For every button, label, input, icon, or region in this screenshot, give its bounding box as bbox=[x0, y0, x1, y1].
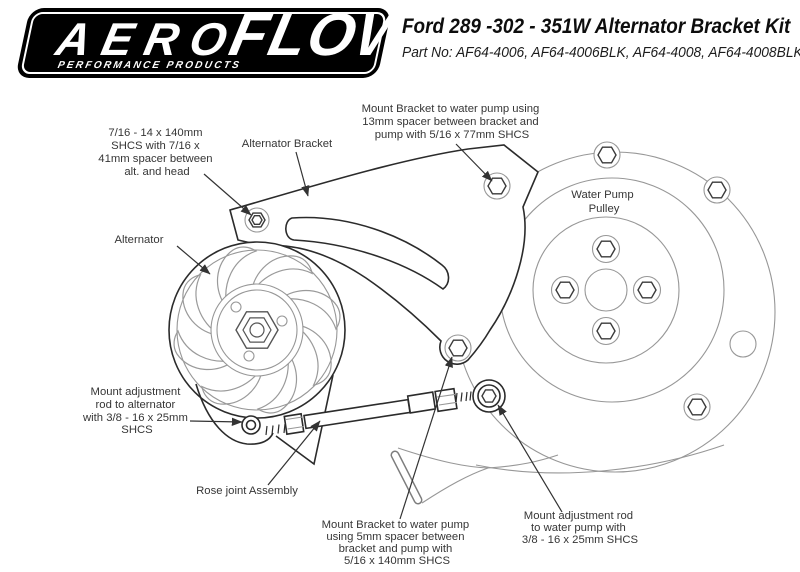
label-rose-joint: Rose joint Assembly bbox=[196, 485, 298, 497]
pulley-hub-bolt bbox=[591, 234, 621, 264]
shaft-nut bbox=[235, 311, 279, 349]
hub-hole bbox=[230, 301, 242, 313]
rod-thread bbox=[265, 423, 286, 436]
label-alternator: Alternator bbox=[115, 234, 164, 246]
alternator-ear-bolt bbox=[241, 415, 261, 435]
leader-bracket-top-bolt bbox=[455, 143, 493, 182]
alternator-drawing bbox=[168, 241, 346, 466]
pump-flange-hole bbox=[729, 330, 757, 358]
rose-joint-drawing bbox=[472, 379, 506, 413]
leader-alt-head-bolt bbox=[203, 173, 252, 216]
label-adjust-rod-pump: Mount adjustment rod to water pump with … bbox=[522, 510, 639, 546]
leader-rose-joint bbox=[267, 420, 321, 486]
label-water-pump-pulley: Water Pump Pulley bbox=[571, 189, 637, 215]
annotations: 7/16 - 14 x 140mm SHCS with 7/16 x 41mm … bbox=[82, 103, 639, 567]
adjustment-rod-drawing bbox=[265, 379, 506, 436]
leader-bracket-bottom-bolt bbox=[399, 356, 453, 520]
page-title: Ford 289 -302 - 351W Alternator Bracket … bbox=[402, 14, 791, 38]
bracket-bottom-bolt bbox=[444, 334, 472, 362]
alternator-bracket-drawing bbox=[229, 144, 539, 365]
label-alt-head-bolt: 7/16 - 14 x 140mm SHCS with 7/16 x 41mm … bbox=[98, 127, 215, 178]
leader-alternator bbox=[176, 245, 211, 275]
pulley-hub-bolt bbox=[591, 316, 621, 346]
label-bracket-top-bolt: Mount Bracket to water pump using 13mm s… bbox=[362, 103, 543, 141]
bracket-pivot-bolt bbox=[244, 207, 270, 233]
label-alternator-bracket: Alternator Bracket bbox=[242, 138, 333, 150]
pump-flange-bolt bbox=[703, 176, 731, 204]
rod-sleeve bbox=[406, 391, 437, 414]
label-adjust-rod-alt: Mount adjustment rod to alternator with … bbox=[82, 386, 191, 436]
pump-flange-bolt bbox=[593, 141, 621, 169]
rod-thread bbox=[455, 391, 472, 403]
label-bracket-bottom-bolt: Mount Bracket to water pump using 5mm sp… bbox=[322, 519, 473, 567]
water-pump-pulley-drawing bbox=[390, 141, 776, 505]
pulley-hub-bolt bbox=[550, 275, 580, 305]
leader-adjust-rod-alt bbox=[189, 417, 243, 427]
part-numbers: Part No: AF64-4006, AF64-4006BLK, AF64-4… bbox=[402, 44, 800, 61]
hub-hole bbox=[243, 350, 255, 362]
hub-hole bbox=[276, 315, 288, 327]
rod-body bbox=[303, 398, 411, 430]
pump-mounting-bar bbox=[390, 450, 423, 505]
pump-flange-bolt bbox=[683, 393, 711, 421]
leader-adjust-rod-pump bbox=[497, 404, 563, 513]
pulley-hub-bolt bbox=[632, 275, 662, 305]
leader-alternator-bracket bbox=[295, 151, 310, 197]
